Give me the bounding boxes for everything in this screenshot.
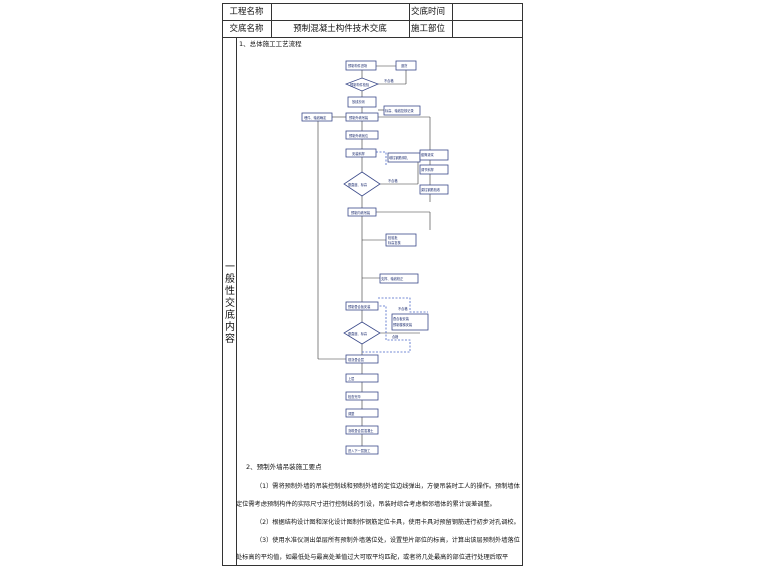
- col-divider-2: [409, 3, 410, 37]
- handover-time-label: 交底时间: [411, 7, 446, 17]
- flow-node: 预制楼梯安装: [393, 322, 413, 327]
- flow-node: 调节斜撑: [421, 167, 435, 172]
- section2-paragraph: （1）需将预制外墙的吊装控制线和预制外墙的定位边线弹出，方便吊装时工人的操作。预…: [256, 483, 520, 490]
- flow-node: 标高、轴线复核记录: [385, 108, 414, 113]
- flow-flag: 不合格: [398, 306, 408, 311]
- flow-node: 退货: [401, 63, 407, 68]
- side-label-divider: [236, 37, 237, 566]
- section2-paragraph: 处标高的平均值，如最低处与最高处差值过大可取平均匹配，或者将几处最高的部位进行处…: [236, 554, 509, 561]
- side-char: 交: [225, 298, 235, 309]
- side-label-general-content: 一 般 性 交 底 内 容: [223, 262, 237, 346]
- flow-node: 预制内墙吊装: [351, 210, 371, 215]
- side-char: 容: [225, 334, 235, 345]
- section2-paragraph: （2）根据结构设计图和深化设计图制作钢筋定位卡具，使用卡具对预留钢筋进行初步对孔…: [256, 519, 520, 526]
- construction-part-label: 施工部位: [411, 24, 446, 34]
- flow-node: 放线抄测: [352, 99, 365, 104]
- row-divider-2: [222, 37, 523, 38]
- flow-node: 墙柱钢筋绑扎: [389, 155, 409, 160]
- flow-node: 预制构件进场: [348, 63, 367, 68]
- side-char: 般: [225, 274, 235, 285]
- flow-flag: 不合格: [384, 78, 394, 83]
- side-char: 一: [225, 262, 235, 273]
- flow-node: 安装斜撑: [352, 151, 366, 156]
- col-divider-3: [452, 3, 453, 37]
- side-char: 内: [225, 322, 235, 333]
- handover-name-label: 交底名称: [229, 24, 264, 34]
- side-char: 性: [225, 286, 235, 297]
- handover-name-value: 预制混凝土构件技术交底: [293, 24, 387, 34]
- flow-node: 预制叠合板安装: [348, 304, 371, 309]
- project-name-label: 工程名称: [229, 7, 264, 17]
- flow-node: 检查完毕: [348, 394, 362, 399]
- section2-paragraph: 定位需考虑预制构件的实际尺寸进行控制线的引设，吊装时综合考虑相邻墙体的累计误差调…: [236, 501, 496, 508]
- flow-flag: 不合格: [388, 178, 398, 183]
- row-divider-1: [222, 20, 523, 21]
- flow-node: 预制构件检验: [350, 82, 370, 87]
- flow-node: 叠合板安装: [393, 316, 410, 321]
- flow-node: 检验批: [388, 235, 398, 240]
- handover-form: [222, 3, 523, 566]
- section2-paragraph: （3）使用水准仪测出单层所有预制外墙落位处，设置垫片部位的标高，计算出该层预制外…: [256, 537, 520, 544]
- flow-node: 进入下一层施工: [348, 448, 371, 453]
- side-char: 底: [225, 310, 235, 321]
- flow-node: 梁柱钢筋验收: [421, 187, 441, 192]
- flow-node: 浇筑叠合层混凝土: [348, 428, 374, 433]
- flow-node: 套筒灌浆: [421, 152, 435, 157]
- section2-title: 2、预制外墙吊装施工要点: [246, 463, 322, 471]
- flow-node: 现浇叠合层: [348, 357, 364, 362]
- flow-node: 标高复核: [388, 240, 402, 245]
- flow-node: 预制外墙就位: [349, 133, 369, 138]
- flow-flag: 合格: [392, 334, 399, 339]
- flow-node: 支撑、轴线校正: [381, 276, 404, 281]
- flow-node: 垂直度、标高: [348, 331, 367, 336]
- flow-node: 垂直度、标高: [348, 182, 367, 187]
- flow-node: 上层: [348, 376, 354, 381]
- col-divider-1: [271, 3, 272, 37]
- section1-title: 1、总体施工工艺流程: [239, 40, 302, 48]
- flow-node: 调整: [348, 411, 355, 416]
- flow-node: 埋件、轴线确定: [304, 115, 327, 120]
- flow-node: 预制外墙吊装: [349, 115, 369, 120]
